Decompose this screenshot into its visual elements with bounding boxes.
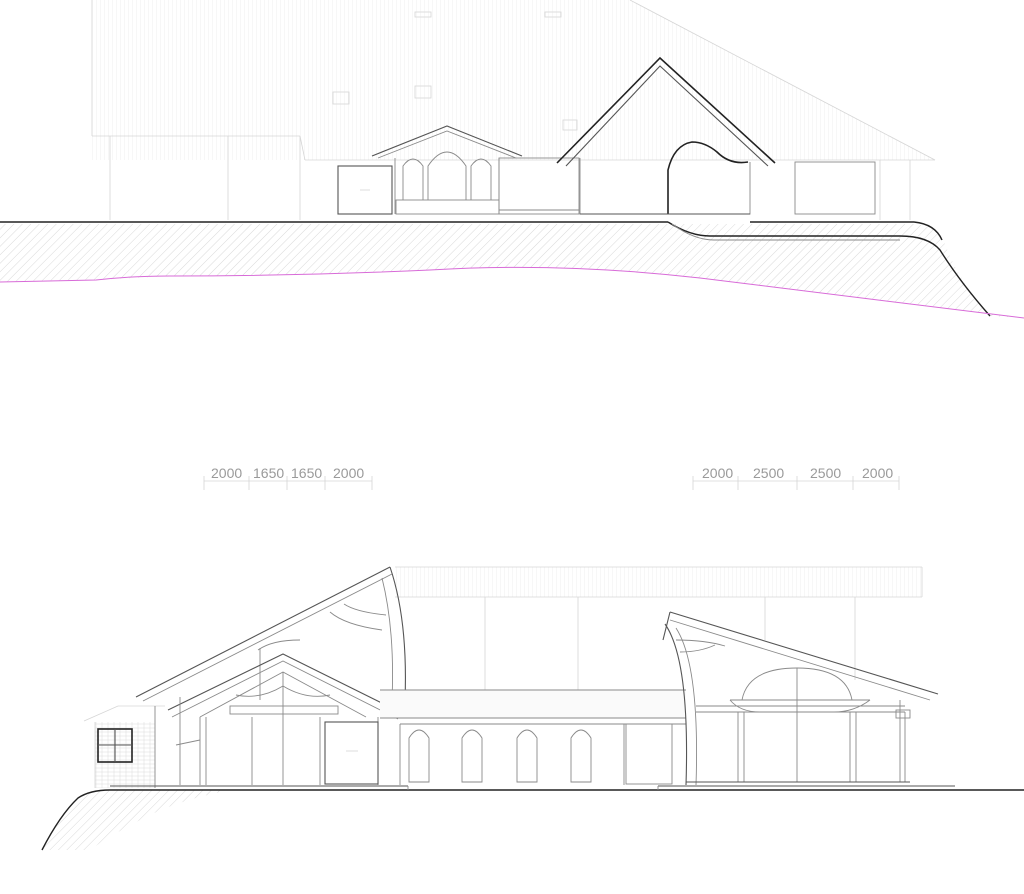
bottom-ground-section [41, 785, 1024, 851]
dim-right-2: 2500 [753, 465, 784, 481]
top-elevation [0, 0, 1024, 319]
dim-right-1: 2000 [702, 465, 733, 481]
dimension-string-left: 2000 1650 1650 2000 [203, 465, 373, 490]
dimension-string-right: 2000 2500 2500 2000 [692, 465, 900, 490]
main-gable-house [556, 56, 776, 215]
background-building [91, 0, 936, 220]
right-pavilion [662, 611, 939, 786]
dim-right-3: 2500 [810, 465, 841, 481]
bottom-section [41, 566, 1024, 851]
dim-left-2: 1650 [253, 465, 284, 481]
dim-left-4: 2000 [333, 465, 364, 481]
right-box [794, 161, 876, 215]
left-box [337, 165, 393, 215]
dim-left-3: 1650 [291, 465, 322, 481]
top-ground-section [0, 221, 1024, 319]
left-annex [83, 705, 165, 788]
corridor [380, 689, 686, 785]
dim-left-1: 2000 [211, 465, 242, 481]
background-barn [395, 566, 923, 690]
connector-wall [498, 157, 580, 215]
dim-right-4: 2000 [862, 465, 893, 481]
left-pavilion [135, 566, 406, 785]
